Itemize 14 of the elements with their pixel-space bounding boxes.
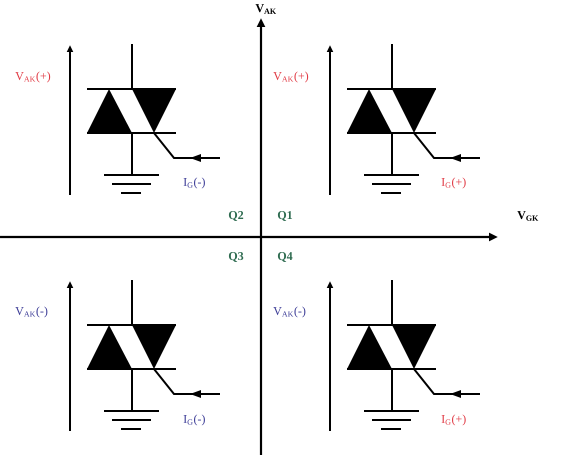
current-label: I$_{G}$(+) [442,178,466,188]
voltage-label: V$_{AK}$(-) [15,306,48,318]
voltage-label: V$_{AK}$(+) [273,72,308,82]
current-label: I$_{G}$(+) [442,414,466,426]
current-label: I$_{G}$(-) [184,414,205,426]
axis-label: V$_{GK}$ [517,211,538,221]
current-label: I$_{G}$(-) [184,178,205,188]
quadrant-label: Q2 [228,211,244,221]
voltage-label: V$_{AK}$(-) [273,306,306,318]
voltage-label: V$_{AK}$(+) [15,72,50,82]
quadrant-label: Q3 [228,252,244,262]
quadrant-label: Q4 [278,252,292,262]
quadrant-label: Q1 [278,211,292,221]
axis-label: V$_{AK}$ [256,4,276,14]
